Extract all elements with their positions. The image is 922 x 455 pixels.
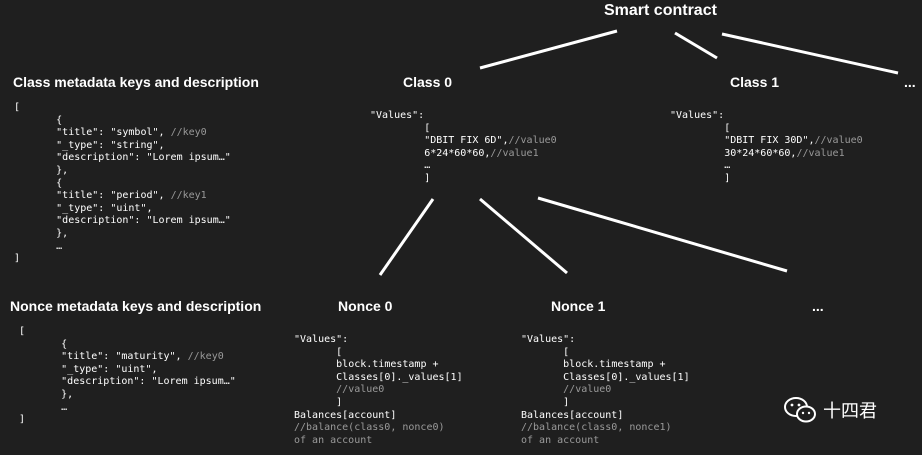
expr-line1: block.timestamp + xyxy=(563,359,666,371)
desc-line: "description": "Lorem ipsum…" xyxy=(56,152,231,164)
key-comment: //key0 xyxy=(170,127,207,139)
nonce-metadata-title: Nonce metadata keys and description xyxy=(10,298,262,314)
close-bracket: ] xyxy=(563,396,570,408)
class-1-title: Class 1 xyxy=(730,74,780,90)
balance-comment-2: of an account xyxy=(294,434,373,446)
value1-comment: //value1 xyxy=(796,147,845,159)
ellipsis: … xyxy=(61,401,68,413)
expr-line2: Classes[0]._values[1] xyxy=(563,371,690,383)
connector-class0-nonce0 xyxy=(378,198,435,276)
value0: "DBIT FIX 6D", xyxy=(424,135,509,147)
item-close: }, xyxy=(56,164,69,176)
item-close: }, xyxy=(61,388,74,400)
class-metadata-title: Class metadata keys and description xyxy=(13,74,259,90)
class-metadata-code: [ { "title": "symbol", //key0 "_type": "… xyxy=(14,102,231,266)
desc-line: "description": "Lorem ipsum…" xyxy=(61,376,236,388)
class-0-title: Class 0 xyxy=(403,74,453,90)
balances-line: Balances[account] xyxy=(521,409,624,421)
value0-comment: //value0 xyxy=(336,384,385,396)
connector-root-class0 xyxy=(479,29,618,70)
close-bracket: ] xyxy=(14,253,21,265)
open-bracket: [ xyxy=(336,346,343,358)
value0-comment: //value0 xyxy=(814,135,863,147)
desc-line: "description": "Lorem ipsum…" xyxy=(56,215,231,227)
watermark: 十四君 xyxy=(783,396,877,424)
nonce-1-values: "Values": [ block.timestamp + Classes[0]… xyxy=(521,334,690,447)
value0: "DBIT FIX 30D", xyxy=(724,135,815,147)
open-bracket: [ xyxy=(563,346,570,358)
open-bracket: [ xyxy=(14,102,21,113)
balance-comment: //balance(class0, nonce1) xyxy=(521,422,672,434)
nonce-1-title: Nonce 1 xyxy=(551,298,606,314)
close-bracket: ] xyxy=(424,172,431,184)
close-bracket: ] xyxy=(724,172,731,184)
item-open: { xyxy=(56,114,63,126)
key-comment: //key0 xyxy=(187,351,224,363)
value0-comment: //value0 xyxy=(563,384,612,396)
item-close: }, xyxy=(56,227,69,239)
connector-root-class1 xyxy=(674,31,718,60)
ellipsis: … xyxy=(724,160,731,172)
class-0-values: "Values": [ "DBIT FIX 6D",//value0 6*24*… xyxy=(370,110,557,186)
values-key: "Values": xyxy=(370,110,425,121)
close-bracket: ] xyxy=(336,396,343,408)
class-1-values: "Values": [ "DBIT FIX 30D",//value0 30*2… xyxy=(670,110,863,186)
open-bracket: [ xyxy=(19,326,26,337)
nonce-0-title: Nonce 0 xyxy=(338,298,393,314)
value0-comment: //value0 xyxy=(508,135,557,147)
title-line: "title": "period", xyxy=(56,190,165,202)
class-more-title: ... xyxy=(904,74,916,90)
balances-line: Balances[account] xyxy=(294,409,397,421)
balance-comment: //balance(class0, nonce0) xyxy=(294,422,445,434)
close-bracket: ] xyxy=(19,414,26,426)
title-line: "title": "symbol", xyxy=(56,127,165,139)
value1: 6*24*60*60, xyxy=(424,147,491,159)
values-key: "Values": xyxy=(670,110,725,121)
connector-root-more xyxy=(721,32,899,75)
ellipsis: … xyxy=(424,160,431,172)
expr-line1: block.timestamp + xyxy=(336,359,439,371)
smart-contract-title: Smart contract xyxy=(604,2,717,19)
watermark-text: 十四君 xyxy=(823,401,877,422)
expr-line2: Classes[0]._values[1] xyxy=(336,371,463,383)
item-open: { xyxy=(56,177,63,189)
ellipsis: … xyxy=(56,240,63,252)
open-bracket: [ xyxy=(424,122,431,134)
nonce-0-values: "Values": [ block.timestamp + Classes[0]… xyxy=(294,334,463,447)
values-key: "Values": xyxy=(521,334,576,345)
title-line: "title": "maturity", xyxy=(61,351,182,363)
item-open: { xyxy=(61,338,68,350)
connector-class0-nonce1 xyxy=(479,197,568,275)
value1: 30*24*60*60, xyxy=(724,147,797,159)
value1-comment: //value1 xyxy=(490,147,539,159)
open-bracket: [ xyxy=(724,122,731,134)
connector-class0-more xyxy=(537,196,788,273)
values-key: "Values": xyxy=(294,334,349,345)
type-line: "_type": "uint", xyxy=(61,363,158,375)
balance-comment-2: of an account xyxy=(521,434,600,446)
nonce-more-title: ... xyxy=(812,298,824,314)
nonce-metadata-code: [ { "title": "maturity", //key0 "_type":… xyxy=(19,326,236,427)
type-line: "_type": "string", xyxy=(56,139,165,151)
type-line: "_type": "uint", xyxy=(56,202,153,214)
wechat-icon xyxy=(784,397,816,423)
key-comment: //key1 xyxy=(170,190,207,202)
